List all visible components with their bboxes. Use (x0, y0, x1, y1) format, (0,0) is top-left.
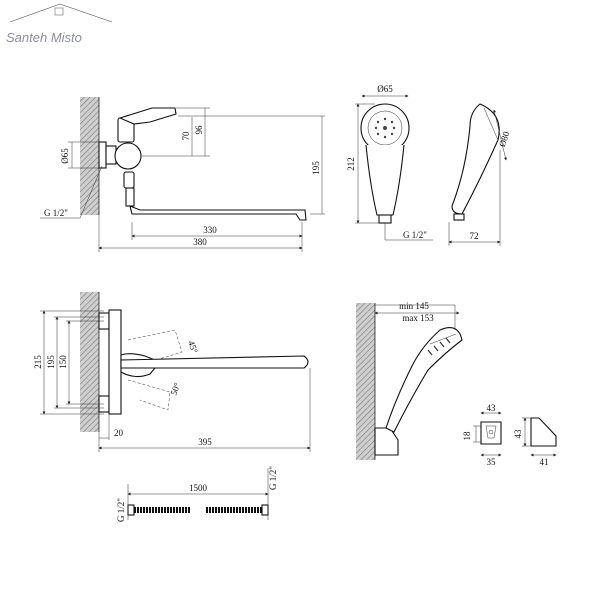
holder-side (530, 417, 557, 447)
dim-195-label: 195 (311, 161, 321, 175)
max-reach-label: max 153 (402, 313, 434, 323)
hose-right-nut (261, 504, 269, 516)
house-window-icon (54, 7, 64, 16)
wall-flange (98, 141, 107, 169)
wall-section-holder (356, 303, 375, 460)
wall-holder-view: min 145 max 153 (356, 301, 463, 460)
hose-left-thread-label: G 1/2" (116, 498, 126, 522)
hose-left-nut (127, 504, 135, 516)
shower-side-profile (451, 103, 500, 215)
shower-hose: 1500 G 1/2" G 1/2" (116, 466, 278, 522)
holder-height-43-label: 43 (513, 429, 523, 439)
dim-380-label: 380 (193, 237, 207, 247)
head-diameter-label: Ø65 (377, 84, 393, 94)
shower-in-holder (385, 327, 463, 433)
spout (129, 205, 307, 221)
brand-name: Santeh Misto (6, 30, 82, 45)
hand-shower-front-view: Ø65 212 G 1/2" (346, 84, 433, 241)
holder-front (480, 421, 502, 445)
holder-width-label: 43 (487, 403, 497, 413)
shower-thread-label: G 1/2" (403, 230, 427, 240)
mixer-body-top (108, 309, 122, 415)
dim-215-label: 215 (33, 355, 43, 369)
dim-330-label: 330 (203, 225, 217, 235)
brand-logo: Santeh Misto (6, 3, 113, 45)
house-roof-icon (9, 3, 113, 23)
dim-96-label: 96 (194, 125, 204, 135)
holder-detail: 43 18 35 43 41 (462, 403, 557, 467)
side-view: Ø65 70 96 195 330 380 G 1/2" (40, 97, 325, 252)
spray-face-icon (427, 337, 451, 356)
wall-section-top (80, 292, 99, 432)
spout-top (120, 355, 309, 369)
holder-base-label: 35 (487, 457, 497, 467)
shower-handle (365, 144, 405, 216)
inlet-thread-label: G 1/2" (44, 208, 68, 218)
spray-nozzles-icon (374, 117, 396, 139)
side-head-diameter-label: Ø80 (497, 130, 511, 148)
mixer-body (114, 142, 142, 170)
hose-length-label: 1500 (189, 483, 208, 493)
hand-shower-side-view: Ø80 72 (448, 103, 511, 246)
wall-section (80, 97, 99, 215)
flange-diameter-label: Ø65 (60, 148, 70, 164)
hose-right-thread-label: G 1/2" (268, 466, 278, 490)
mixer-lever (118, 107, 177, 125)
holder-depth-label: 41 (540, 457, 549, 467)
holder-height-18-label: 18 (462, 431, 472, 441)
dim-395-label: 395 (198, 437, 212, 447)
min-reach-label: min 145 (399, 301, 429, 311)
angle-50-label: 50° (168, 381, 182, 397)
top-view: 45° 50° 215 195 150 20 395 (33, 292, 311, 452)
dim-150-label: 150 (58, 355, 68, 369)
dim-20-label: 20 (114, 428, 124, 438)
side-depth-label: 72 (470, 231, 479, 241)
shower-length-label: 212 (346, 157, 356, 171)
angle-45-label: 45° (186, 339, 200, 355)
dim-70-label: 70 (181, 131, 191, 141)
dim-195-top-label: 195 (46, 355, 56, 369)
